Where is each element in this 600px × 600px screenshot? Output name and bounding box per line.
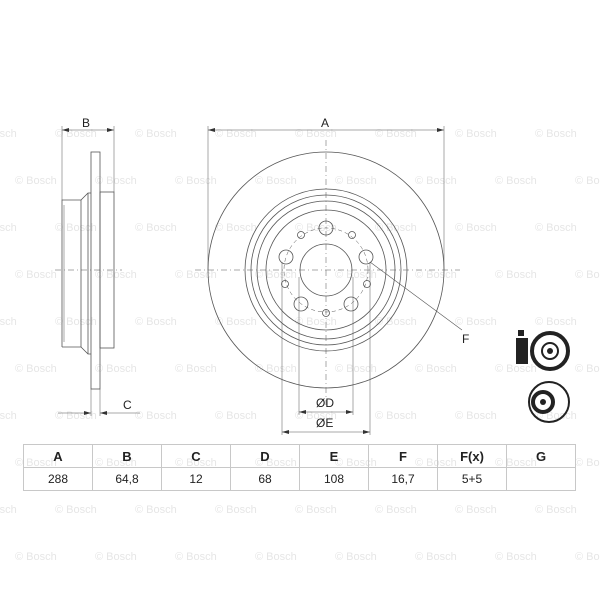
watermark-text: © Bosch	[335, 363, 377, 375]
header-a: A	[23, 444, 93, 468]
watermark-text: © Bosch	[415, 551, 457, 563]
header-b: B	[92, 444, 162, 468]
watermark-text: © Bosch	[95, 175, 137, 187]
watermark-text: © Bosch	[415, 269, 457, 281]
watermark-text: © Bosch	[0, 316, 17, 328]
header-g: G	[506, 444, 576, 468]
watermark-text: © Bosch	[495, 175, 537, 187]
watermark-text: © Bosch	[135, 222, 177, 234]
header-c: C	[161, 444, 231, 468]
watermark-text: © Bosch	[295, 222, 337, 234]
watermark-text: © Bosch	[375, 410, 417, 422]
watermark-text: © Bosch	[175, 175, 217, 187]
watermark-text: © Bosch	[55, 128, 97, 140]
watermark-text: © Bosch	[15, 551, 57, 563]
watermark-text: © Bosch	[335, 175, 377, 187]
watermark-text: © Bosch	[255, 269, 297, 281]
watermark-text: © Bosch	[215, 410, 257, 422]
watermark-text: © Bosch	[255, 551, 297, 563]
watermark-text: © Bosch	[495, 269, 537, 281]
spec-header-row: A B C D E F F(x) G	[23, 444, 576, 468]
watermark-text: © Bosch	[215, 504, 257, 516]
value-a: 288	[23, 467, 93, 491]
spec-table: A B C D E F F(x) G 288 64,8 12 68 108 16…	[23, 444, 576, 491]
watermark-text: © Bosch	[375, 222, 417, 234]
watermark-text: © Bosch	[495, 363, 537, 375]
watermark-text: © Bosch	[15, 363, 57, 375]
dim-a-label: A	[321, 116, 330, 130]
watermark-text: © Bosch	[535, 316, 577, 328]
value-c: 12	[161, 467, 231, 491]
watermark-text: © Bosch	[375, 128, 417, 140]
watermark-text: © Bosch	[0, 128, 17, 140]
header-e: E	[299, 444, 369, 468]
watermark-text: © Bosch	[295, 504, 337, 516]
watermark-text: © Bosch	[95, 269, 137, 281]
dim-e-label: ØE	[316, 416, 334, 430]
header-fx: F(x)	[437, 444, 507, 468]
value-e: 108	[299, 467, 369, 491]
watermark-text: © Bosch	[375, 504, 417, 516]
dim-d-label: ØD	[316, 396, 334, 410]
watermark-text: © Bosch	[455, 316, 497, 328]
header-d: D	[230, 444, 300, 468]
watermark-text: © Bosch	[135, 504, 177, 516]
watermark-text: © Bosch	[415, 175, 457, 187]
watermark-text: © Bosch	[0, 222, 17, 234]
front-view	[195, 126, 463, 435]
watermark-text: © Bosch	[0, 410, 17, 422]
watermark-text: © Bosch	[535, 504, 577, 516]
disc-with-cleaner-spray-icon	[516, 330, 570, 371]
watermark-text: © Bosch	[175, 269, 217, 281]
watermark-text: © Bosch	[135, 128, 177, 140]
spec-value-row: 288 64,8 12 68 108 16,7 5+5	[23, 467, 576, 491]
watermark-text: © Bosch	[0, 504, 17, 516]
watermark-text: © Bosch	[175, 363, 217, 375]
watermark-text: © Bosch	[575, 363, 600, 375]
watermark-text: © Bosch	[55, 222, 97, 234]
value-d: 68	[230, 467, 300, 491]
watermark-text: © Bosch	[575, 269, 600, 281]
watermark-text: © Bosch	[535, 128, 577, 140]
watermark-text: © Bosch	[255, 175, 297, 187]
watermark-text: © Bosch	[575, 457, 600, 469]
dim-c-label: C	[123, 398, 132, 412]
dim-f-label: F	[462, 332, 470, 346]
watermark-text: © Bosch	[95, 363, 137, 375]
watermark-text: © Bosch	[455, 128, 497, 140]
watermark-text: © Bosch	[455, 504, 497, 516]
watermark-text: © Bosch	[255, 363, 297, 375]
watermark-text: © Bosch	[135, 316, 177, 328]
value-fx: 5+5	[437, 467, 507, 491]
value-b: 64,8	[92, 467, 162, 491]
watermark-text: © Bosch	[495, 551, 537, 563]
value-g	[506, 467, 576, 491]
watermark-text: © Bosch	[55, 316, 97, 328]
watermark-text: © Bosch	[415, 363, 457, 375]
watermark-text: © Bosch	[455, 222, 497, 234]
watermark-text: © Bosch	[575, 175, 600, 187]
watermark-text: © Bosch	[335, 551, 377, 563]
watermark-text: © Bosch	[455, 410, 497, 422]
watermark-text: © Bosch	[175, 551, 217, 563]
watermark-text: © Bosch	[295, 128, 337, 140]
watermark-text: © Bosch	[15, 175, 57, 187]
watermark-text: © Bosch	[215, 316, 257, 328]
watermark-text: © Bosch	[15, 269, 57, 281]
header-f: F	[368, 444, 438, 468]
watermark-text: © Bosch	[215, 222, 257, 234]
watermark-text: © Bosch	[55, 504, 97, 516]
watermark-text: © Bosch	[535, 222, 577, 234]
dim-b-label: B	[82, 116, 91, 130]
watermark-text: © Bosch	[295, 316, 337, 328]
watermark-text: © Bosch	[95, 551, 137, 563]
watermark-text: © Bosch	[575, 551, 600, 563]
side-view	[55, 126, 140, 416]
watermark-text: © Bosch	[215, 128, 257, 140]
value-f: 16,7	[368, 467, 438, 491]
watermark-text: © Bosch	[135, 410, 177, 422]
watermark-text: © Bosch	[335, 269, 377, 281]
brake-disc-icon	[528, 381, 570, 423]
